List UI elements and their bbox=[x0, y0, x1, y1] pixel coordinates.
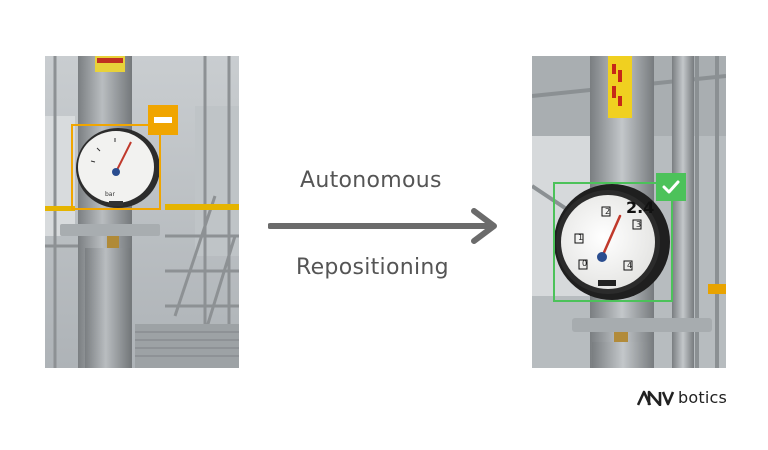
anybotics-logo: ANV botics bbox=[637, 388, 727, 407]
photo-after-repositioning: 0 1 2 3 4 2.4 bbox=[532, 56, 726, 368]
svg-text:bar: bar bbox=[105, 191, 115, 198]
logo-wordmark: botics bbox=[678, 388, 727, 407]
anybotics-logo-mark: ANV bbox=[637, 390, 675, 406]
detection-box-right bbox=[553, 182, 673, 302]
svg-text:0: 0 bbox=[582, 259, 587, 268]
svg-text:1: 1 bbox=[578, 233, 583, 242]
svg-text:2: 2 bbox=[605, 207, 610, 216]
status-badge-right bbox=[656, 173, 686, 201]
caption-line-2: Repositioning bbox=[296, 255, 449, 280]
minus-icon bbox=[154, 117, 172, 123]
detection-box-left bbox=[71, 124, 161, 210]
svg-text:3: 3 bbox=[636, 220, 641, 229]
svg-text:4: 4 bbox=[627, 261, 632, 270]
status-badge-left bbox=[148, 105, 178, 135]
gauge-reading: 2.4 bbox=[626, 198, 655, 217]
check-icon bbox=[662, 180, 680, 194]
photo-before-repositioning: bar bbox=[45, 56, 239, 368]
arrow-right-icon bbox=[268, 208, 497, 244]
caption-line-1: Autonomous bbox=[300, 168, 442, 193]
